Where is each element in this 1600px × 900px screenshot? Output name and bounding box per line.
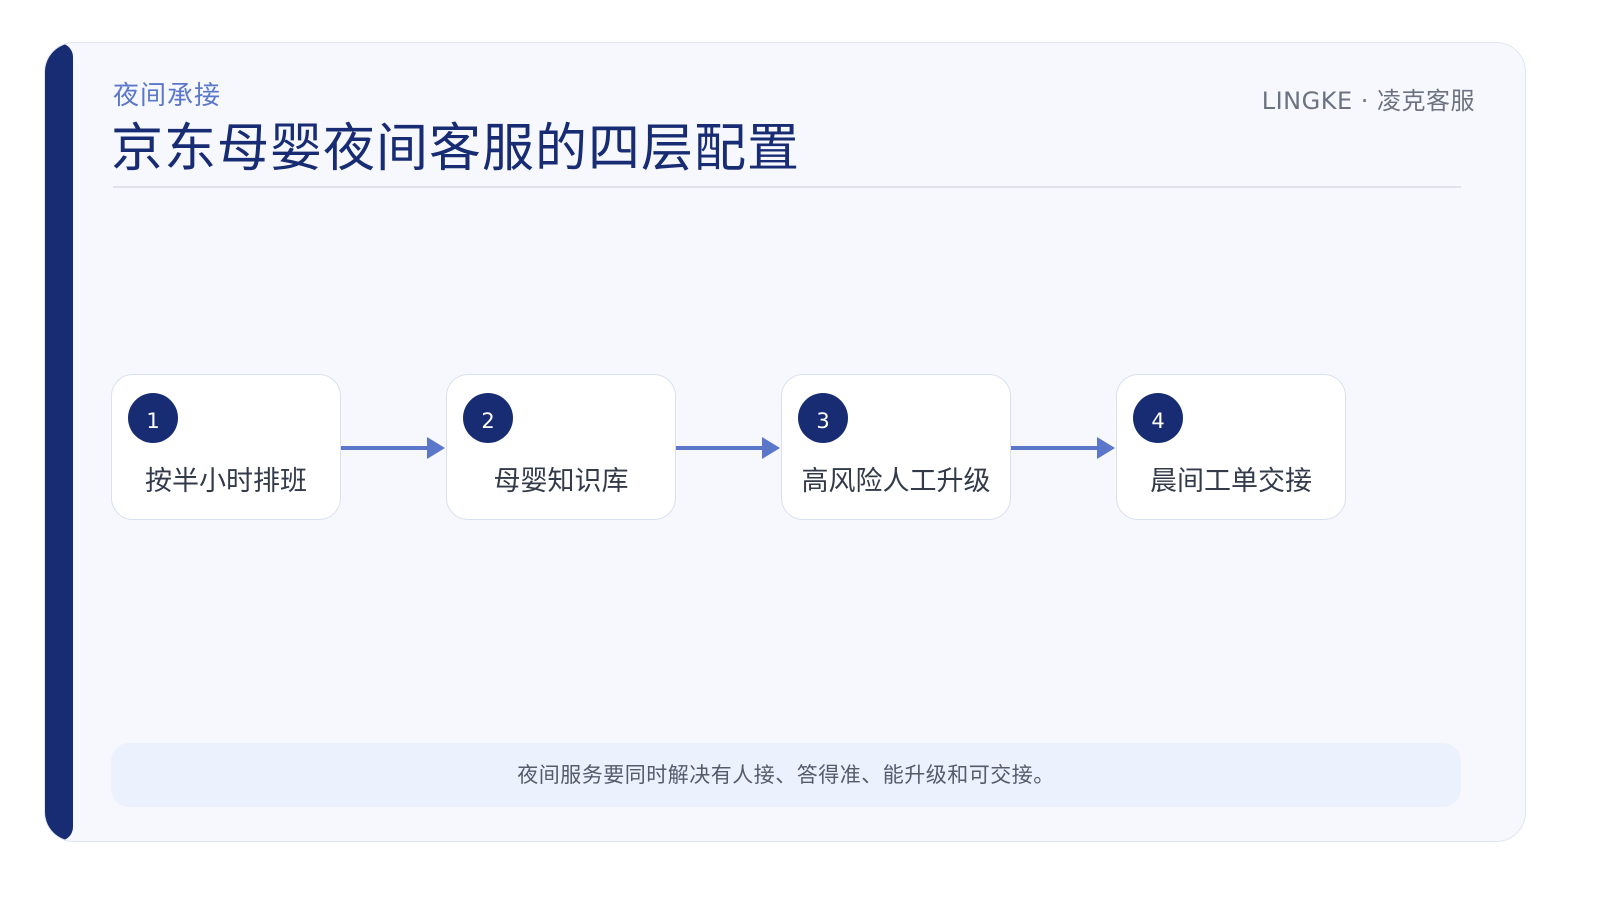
step-label: 高风险人工升级: [801, 466, 991, 497]
accent-bar: [45, 43, 73, 841]
flow-arrow-2: [676, 435, 780, 461]
brand-label: LINGKE · 凌克客服: [1261, 87, 1475, 115]
arrow-head-icon: [762, 437, 780, 459]
page-title: 京东母婴夜间客服的四层配置: [111, 119, 801, 179]
step-card-1: 1 按半小时排班: [111, 374, 341, 520]
section-kicker: 夜间承接: [113, 81, 222, 111]
arrow-shaft: [341, 446, 429, 450]
summary-note: 夜间服务要同时解决有人接、答得准、能升级和可交接。: [111, 743, 1461, 807]
step-card-2: 2 母婴知识库: [446, 374, 676, 520]
slide-panel: 夜间承接 LINGKE · 凌克客服 京东母婴夜间客服的四层配置 1 按半小时排…: [44, 42, 1526, 842]
arrow-shaft: [1011, 446, 1099, 450]
step-number-badge: 4: [1133, 393, 1183, 443]
step-label: 晨间工单交接: [1150, 466, 1312, 497]
flow-arrow-3: [1011, 435, 1115, 461]
arrow-head-icon: [1097, 437, 1115, 459]
step-number-badge: 1: [128, 393, 178, 443]
step-number-badge: 3: [798, 393, 848, 443]
step-label: 按半小时排班: [145, 466, 307, 497]
step-card-3: 3 高风险人工升级: [781, 374, 1011, 520]
arrow-shaft: [676, 446, 764, 450]
title-divider: [113, 186, 1461, 188]
step-label: 母婴知识库: [493, 466, 629, 497]
flow-arrow-1: [341, 435, 445, 461]
step-number-badge: 2: [463, 393, 513, 443]
step-card-4: 4 晨间工单交接: [1116, 374, 1346, 520]
arrow-head-icon: [427, 437, 445, 459]
